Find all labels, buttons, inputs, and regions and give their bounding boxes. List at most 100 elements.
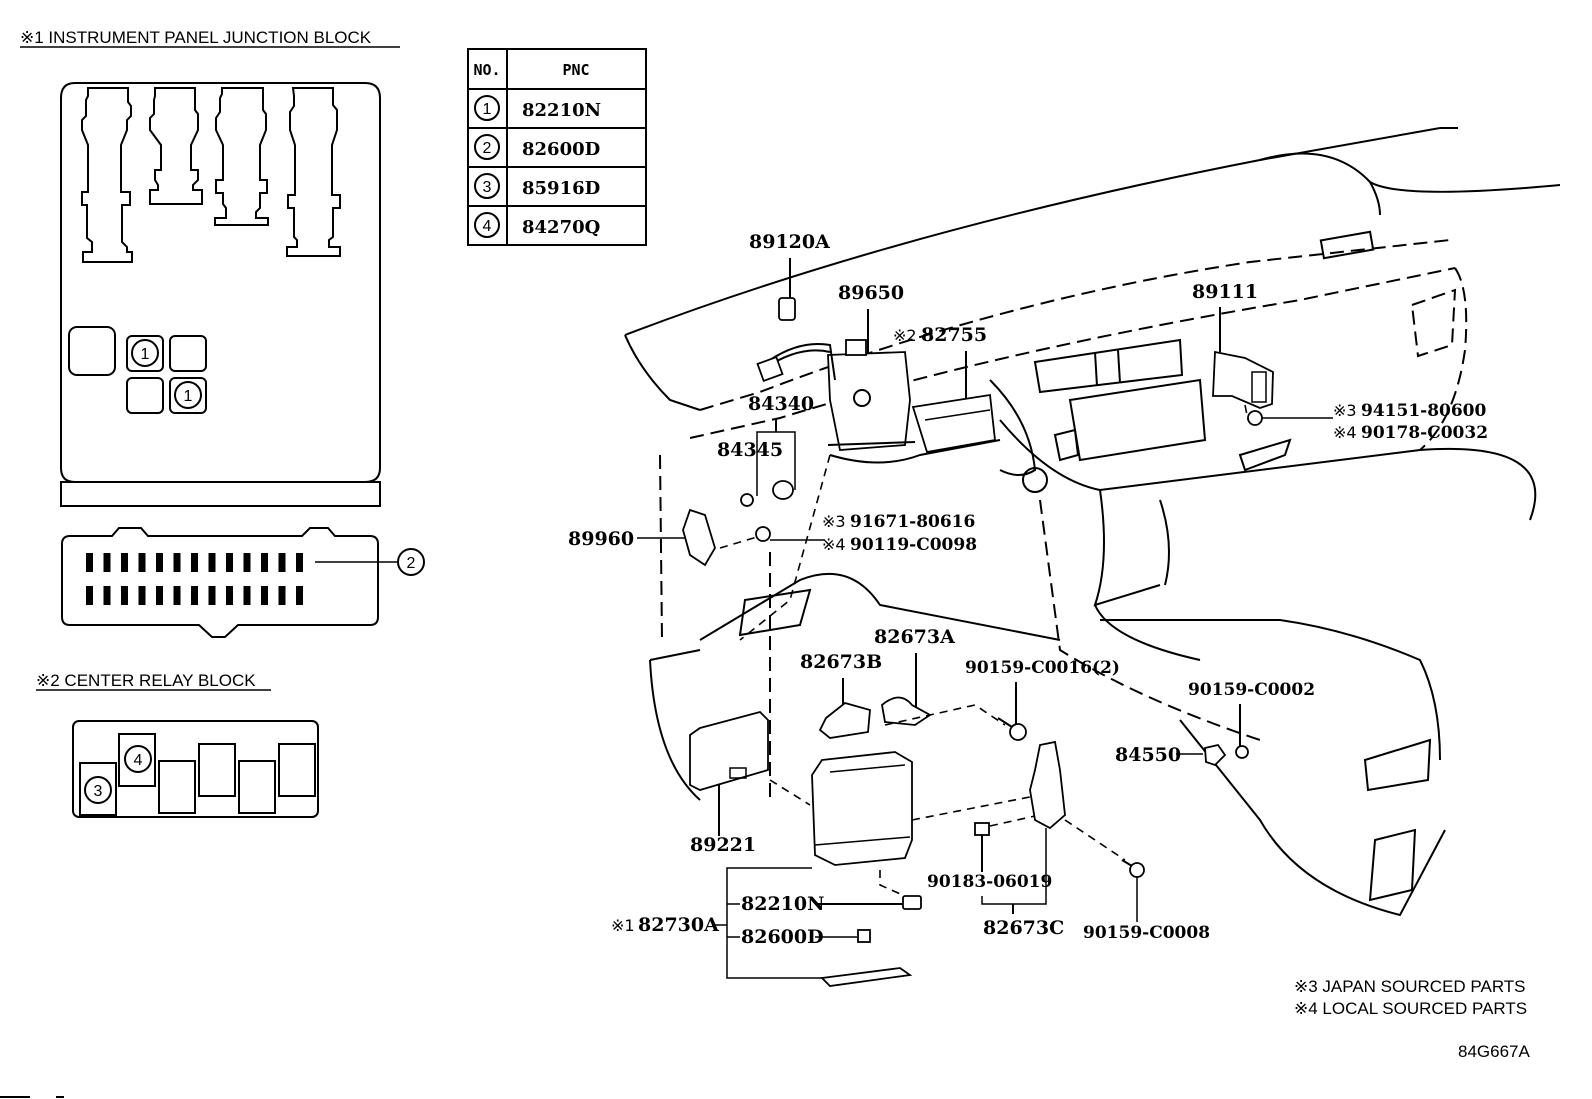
- part-82673B[interactable]: 82673B: [800, 651, 1006, 739]
- fuse-box-empty: [169, 335, 207, 372]
- fastener-path: [879, 870, 906, 897]
- label-84340: 84340: [748, 393, 814, 415]
- label-82755: 82755: [921, 324, 987, 346]
- connector-pin: [121, 553, 128, 572]
- connector-pin: [173, 586, 181, 605]
- connector-block-housing: [61, 527, 379, 638]
- part-89111[interactable]: 89111 ※3 94151-80600 ※4 90178-C0032: [1192, 281, 1488, 443]
- connector-pin: [243, 553, 251, 572]
- dash-left-corner: [624, 334, 701, 411]
- junction-block-base: [60, 481, 381, 507]
- ecu-icon: [689, 710, 769, 791]
- part-89120A[interactable]: 89120A: [749, 231, 830, 321]
- dash-right-end: [1419, 267, 1468, 451]
- note-japan-sourced: ※3 JAPAN SOURCED PARTS: [1294, 977, 1526, 996]
- connector-pin: [278, 553, 286, 572]
- part-82755[interactable]: ※2 82755: [893, 324, 996, 454]
- display-divider: [1117, 349, 1121, 384]
- part-84340[interactable]: 84340 84345: [717, 393, 814, 507]
- connector-pin: [103, 586, 111, 605]
- part-82730A[interactable]: ※1 82730A 82210N 82600D: [611, 751, 1041, 987]
- sensor-connector: [1251, 371, 1267, 403]
- part-90159-C0002[interactable]: 90159-C0002: [1188, 680, 1315, 759]
- label-82210N: 82210N: [741, 893, 824, 915]
- relay-slot: [238, 760, 276, 814]
- label-84345: 84345: [717, 439, 783, 461]
- bracket-icon: [1029, 740, 1066, 830]
- label-89221: 89221: [690, 834, 756, 856]
- connector-pin: [191, 586, 198, 605]
- row-pnc: 85916D: [522, 178, 600, 199]
- switch-icon: [772, 480, 794, 500]
- windshield-corner: [1369, 181, 1381, 216]
- part-89650[interactable]: 89650: [756, 282, 916, 451]
- center-console-panel: [1068, 378, 1207, 462]
- row-number: 2: [483, 140, 492, 157]
- part-89960[interactable]: 89960 ※3 91671-80616 ※4 90119-C0098: [568, 508, 977, 800]
- connector-pin: [226, 586, 233, 605]
- label-90159-C0002: 90159-C0002: [1188, 680, 1315, 700]
- left-panel-line: [659, 454, 663, 641]
- junction-block-detail: [814, 836, 911, 846]
- connector-pin: [261, 553, 268, 572]
- bolt-icon: [755, 526, 771, 542]
- wire-harness: [769, 343, 836, 381]
- relay-block-title: ※2 CENTER RELAY BLOCK: [36, 671, 256, 690]
- part-82673C[interactable]: 90183-06019 82673C: [927, 740, 1066, 939]
- connector-pin: [156, 586, 163, 605]
- hazard-switch: [1053, 428, 1080, 462]
- fuse-box-large: [68, 326, 116, 376]
- lower-left-curve: [649, 659, 701, 801]
- clip-icon: [974, 822, 990, 836]
- part-82673A[interactable]: 82673A: [874, 626, 955, 726]
- pnc-table-header-no: NO.: [473, 61, 500, 79]
- harness-connector-icon: [756, 355, 784, 383]
- ignition-ring: [1022, 467, 1048, 493]
- part-89221[interactable]: 89221: [689, 710, 811, 856]
- steering-column-cover: [829, 439, 1001, 464]
- fuse-box-1b: [169, 377, 207, 414]
- connector-pin: [278, 586, 286, 605]
- windshield-edge: [1259, 152, 1561, 193]
- dash-right-lower: [1419, 447, 1537, 521]
- pnc-table-row: 1 82210N: [474, 95, 601, 121]
- connector-slot-2: [149, 87, 203, 205]
- label-82730A: 82730A: [638, 914, 719, 936]
- connector-pin: [296, 586, 303, 605]
- dash-top-edge: [624, 127, 1441, 336]
- row-pnc: 82210N: [522, 100, 601, 121]
- row-number: 1: [483, 101, 492, 118]
- row-number-circle: [474, 134, 500, 160]
- sensor-icon: [682, 508, 716, 567]
- relay-block-legend: ※2 CENTER RELAY BLOCK 3 4: [36, 671, 319, 818]
- defroster-vent: [1319, 230, 1375, 260]
- pnc-table-row: 3 85916D: [474, 173, 600, 199]
- label-82673A: 82673A: [874, 626, 955, 648]
- note-local-sourced: ※4 LOCAL SOURCED PARTS: [1294, 999, 1527, 1018]
- label-82673B: 82673B: [800, 651, 882, 673]
- part-90159-C0008[interactable]: 90159-C0008: [1064, 819, 1210, 943]
- label-91671: 91671-80616: [850, 512, 975, 532]
- part-84550[interactable]: 84550: [1115, 743, 1227, 767]
- bolt-shaft: [1121, 859, 1133, 867]
- side-vent-right: [1410, 288, 1457, 358]
- label-90159-C0008: 90159-C0008: [1083, 923, 1210, 943]
- part-90159-C0016[interactable]: 90159-C0016(2): [965, 658, 1120, 741]
- row-pnc: 84270Q: [522, 217, 600, 238]
- bracket-84340: [756, 431, 796, 496]
- connector-pin: [138, 553, 146, 572]
- connector-pin: [296, 553, 303, 572]
- label-89120A: 89120A: [749, 231, 830, 253]
- console-recess: [1363, 738, 1432, 792]
- dash-upper-panel: [699, 239, 1451, 411]
- pnc-table-border: [467, 48, 647, 246]
- bracket-icon: [818, 702, 871, 739]
- connector-marker-circle: [397, 548, 425, 576]
- relay-slot: [278, 743, 316, 797]
- bracket-82730A: [726, 867, 822, 979]
- mark-94151: ※3: [1333, 401, 1357, 420]
- sensor-icon: [1212, 350, 1274, 409]
- pnc-table: NO. PNC 1 82210N 2 82600D 3 85916D 4 842…: [467, 48, 647, 246]
- relay-detail: [924, 409, 991, 421]
- center-stack-right: [1159, 499, 1170, 586]
